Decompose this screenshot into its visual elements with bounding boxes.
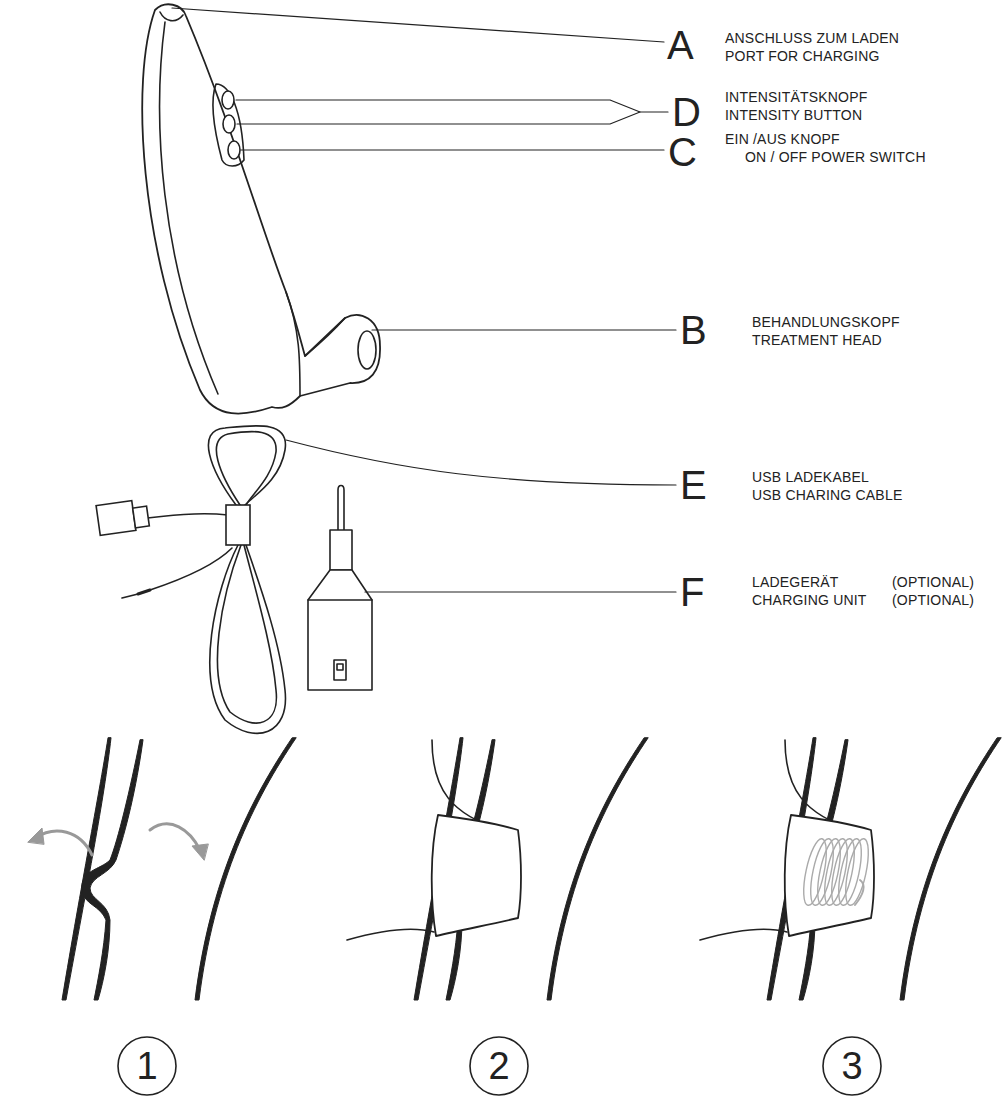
step-number: 1 — [116, 1035, 178, 1097]
usb-cable — [96, 426, 285, 734]
cable-loop — [217, 545, 276, 723]
leader-line — [172, 8, 664, 42]
leader-lines — [172, 8, 676, 592]
charger-prong — [338, 486, 344, 531]
contour — [82, 740, 143, 1000]
charging-unit — [308, 486, 372, 691]
part-note: (OPTIONAL) — [892, 574, 974, 590]
step-circle: 1 — [116, 1035, 178, 1097]
part-name: ANSCHLUSS ZUM LADEN — [725, 30, 899, 46]
pressure-waves — [799, 837, 873, 907]
leader-line — [241, 149, 664, 150]
cable-tie — [226, 505, 250, 545]
part-note: (OPTIONAL) — [892, 592, 974, 608]
leader-line — [286, 440, 676, 485]
cable-loop — [210, 545, 286, 733]
step-circle: 3 — [821, 1035, 883, 1097]
step-circle: 2 — [468, 1035, 530, 1097]
usb-port-pin — [337, 664, 343, 670]
usb-plug-neck — [133, 506, 150, 528]
head-base — [305, 318, 345, 356]
wave-ring — [834, 837, 866, 907]
head-opening — [358, 331, 376, 369]
part-letter: E — [680, 465, 707, 505]
contour — [547, 738, 648, 1000]
part-name: INTENSITY BUTTON — [725, 107, 862, 123]
button-panel — [213, 84, 244, 166]
step-number: 2 — [468, 1035, 530, 1097]
part-letter: F — [680, 572, 704, 612]
part-name: INTENSITÄTSKNOPF — [725, 89, 867, 105]
usage-step-illustration — [347, 738, 648, 1000]
leader-line — [236, 100, 668, 112]
spread-arrow-head — [192, 844, 208, 860]
part-name: BEHANDLUNGSKOPF — [752, 314, 900, 330]
charger-neck — [330, 530, 352, 570]
leader-line — [237, 112, 640, 124]
wave-ring — [827, 837, 859, 907]
step-number: 3 — [821, 1035, 883, 1097]
device-drawing — [142, 4, 380, 413]
jack-plug — [138, 590, 150, 594]
part-name: ON / OFF POWER SWITCH — [745, 149, 926, 165]
device-outline — [700, 929, 787, 940]
wave-ring — [855, 880, 864, 905]
spread-arrow-head — [28, 828, 44, 844]
contour — [900, 738, 1001, 1000]
jack-plug — [122, 594, 138, 598]
part-name: TREATMENT HEAD — [752, 332, 882, 348]
part-name: PORT FOR CHARGING — [725, 48, 880, 64]
cable — [150, 548, 232, 590]
usb-port — [334, 660, 346, 680]
charger-edge — [308, 599, 372, 601]
part-letter: C — [668, 132, 697, 172]
device-ridge — [160, 22, 218, 394]
usb-plug — [96, 501, 136, 536]
charging-port — [160, 12, 183, 21]
button — [228, 141, 240, 159]
device-body — [142, 4, 380, 413]
leader-line — [372, 329, 676, 330]
leader-line — [365, 591, 676, 592]
device-outline — [347, 929, 434, 940]
button — [222, 91, 234, 109]
cable-loop — [208, 426, 285, 505]
part-letter: B — [680, 310, 707, 350]
usage-step-illustration — [28, 738, 296, 1000]
treatment-head — [432, 815, 521, 936]
part-name: CHARGING UNIT — [752, 592, 867, 608]
charger-body — [308, 570, 372, 690]
button — [223, 115, 235, 133]
part-letter: A — [667, 25, 694, 65]
part-name: USB LADEKABEL — [752, 469, 869, 485]
part-name: LADEGERÄT — [752, 574, 839, 590]
usage-step-illustration — [700, 738, 1001, 1000]
device-edge — [286, 292, 300, 396]
contour — [195, 738, 296, 1000]
cable-loop — [216, 432, 276, 505]
part-name: EIN /AUS KNOPF — [725, 131, 840, 147]
treatment-head — [785, 815, 874, 936]
part-letter: D — [672, 92, 701, 132]
wave-ring — [841, 837, 873, 907]
part-name: USB CHARING CABLE — [752, 487, 902, 503]
